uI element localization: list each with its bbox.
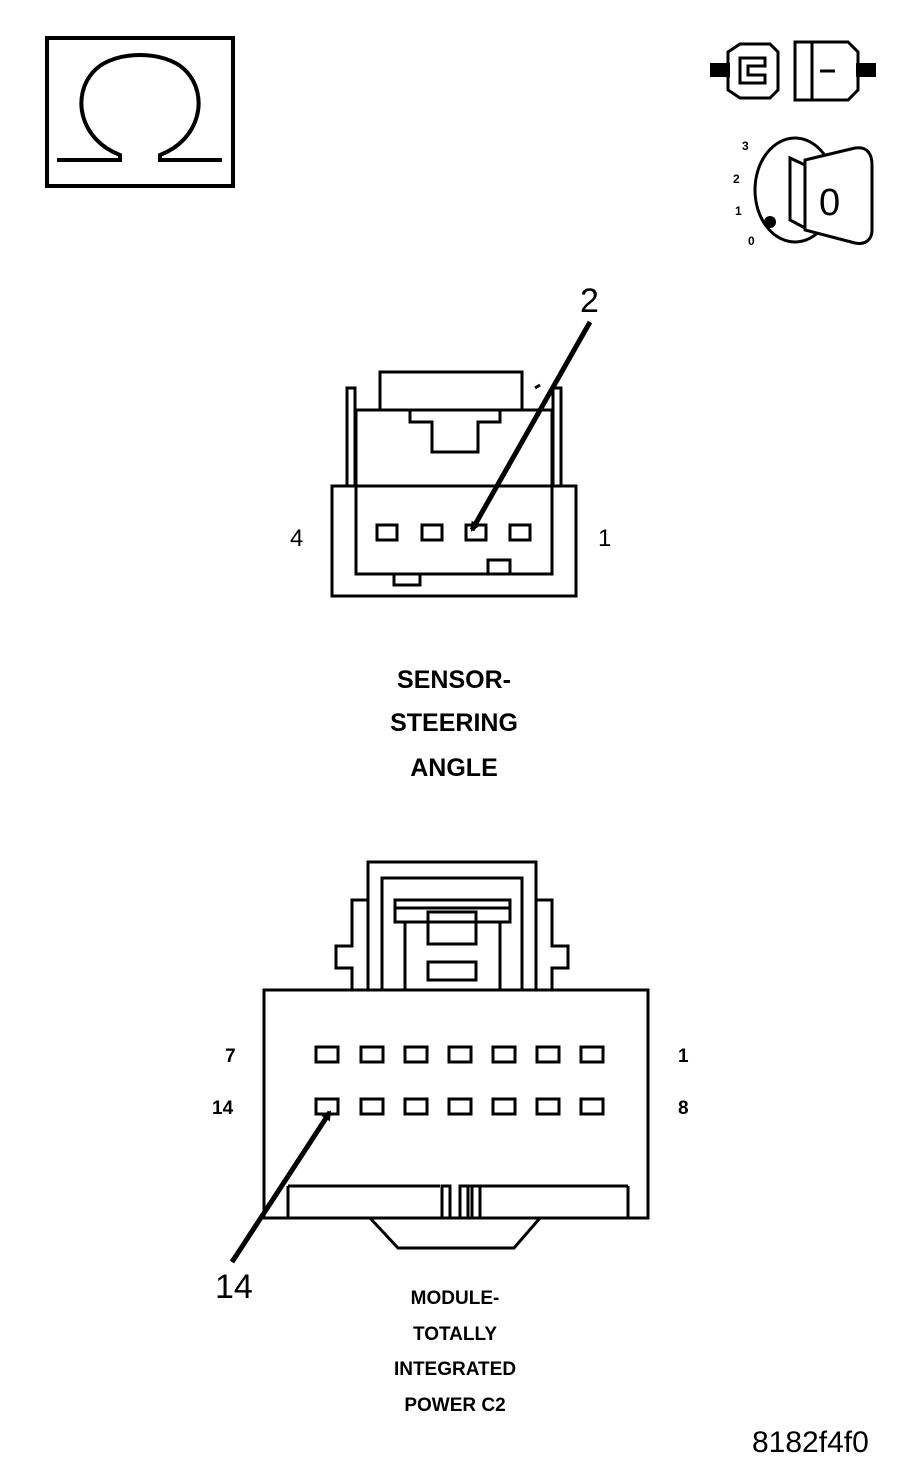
ignition-position-3: 3 [742,139,749,153]
omega-icon [45,36,235,188]
sensor-label-line-1: SENSOR- [397,666,511,694]
ignition-key-label: 0 [819,182,840,224]
module-callout-number: 14 [215,1268,253,1306]
ignition-position-0: 0 [748,234,755,248]
figure-id: 8182f4f0 [752,1426,869,1459]
module-pin-row-1 [314,1045,605,1064]
module-label-line-3: INTEGRATED [394,1359,516,1380]
ignition-position-2: 2 [733,172,740,186]
sensor-label-line-3: ANGLE [410,754,498,782]
sensor-callout-arrow [469,320,593,532]
module-row2-left-number: 14 [212,1098,234,1119]
sensor-label-line-2: STEERING [390,709,518,737]
disconnect-connector-icon [710,40,876,102]
sensor-callout-number: 2 [580,282,599,320]
sensor-connector-drawing [330,370,578,598]
module-callout-arrow [229,1110,333,1264]
module-row2-right-number: 8 [678,1098,689,1119]
module-label-line-4: POWER C2 [404,1395,505,1416]
sensor-connector-label: SENSOR- STEERING ANGLE [390,666,518,782]
module-row1-left-number: 7 [225,1046,236,1067]
sensor-pin-left-number: 4 [290,525,303,552]
module-label-line-2: TOTALLY [413,1324,497,1345]
ignition-position-1: 1 [735,204,742,218]
module-label-line-1: MODULE- [411,1288,500,1309]
sensor-pin-right-number: 1 [598,525,611,552]
module-pin-row-2 [314,1097,605,1116]
module-connector-label: MODULE- TOTALLY INTEGRATED POWER C2 [394,1288,516,1416]
module-connector-drawing [262,860,650,1250]
module-row1-right-number: 1 [678,1046,689,1067]
ignition-key-icon: 3 2 1 0 0 [733,136,874,248]
